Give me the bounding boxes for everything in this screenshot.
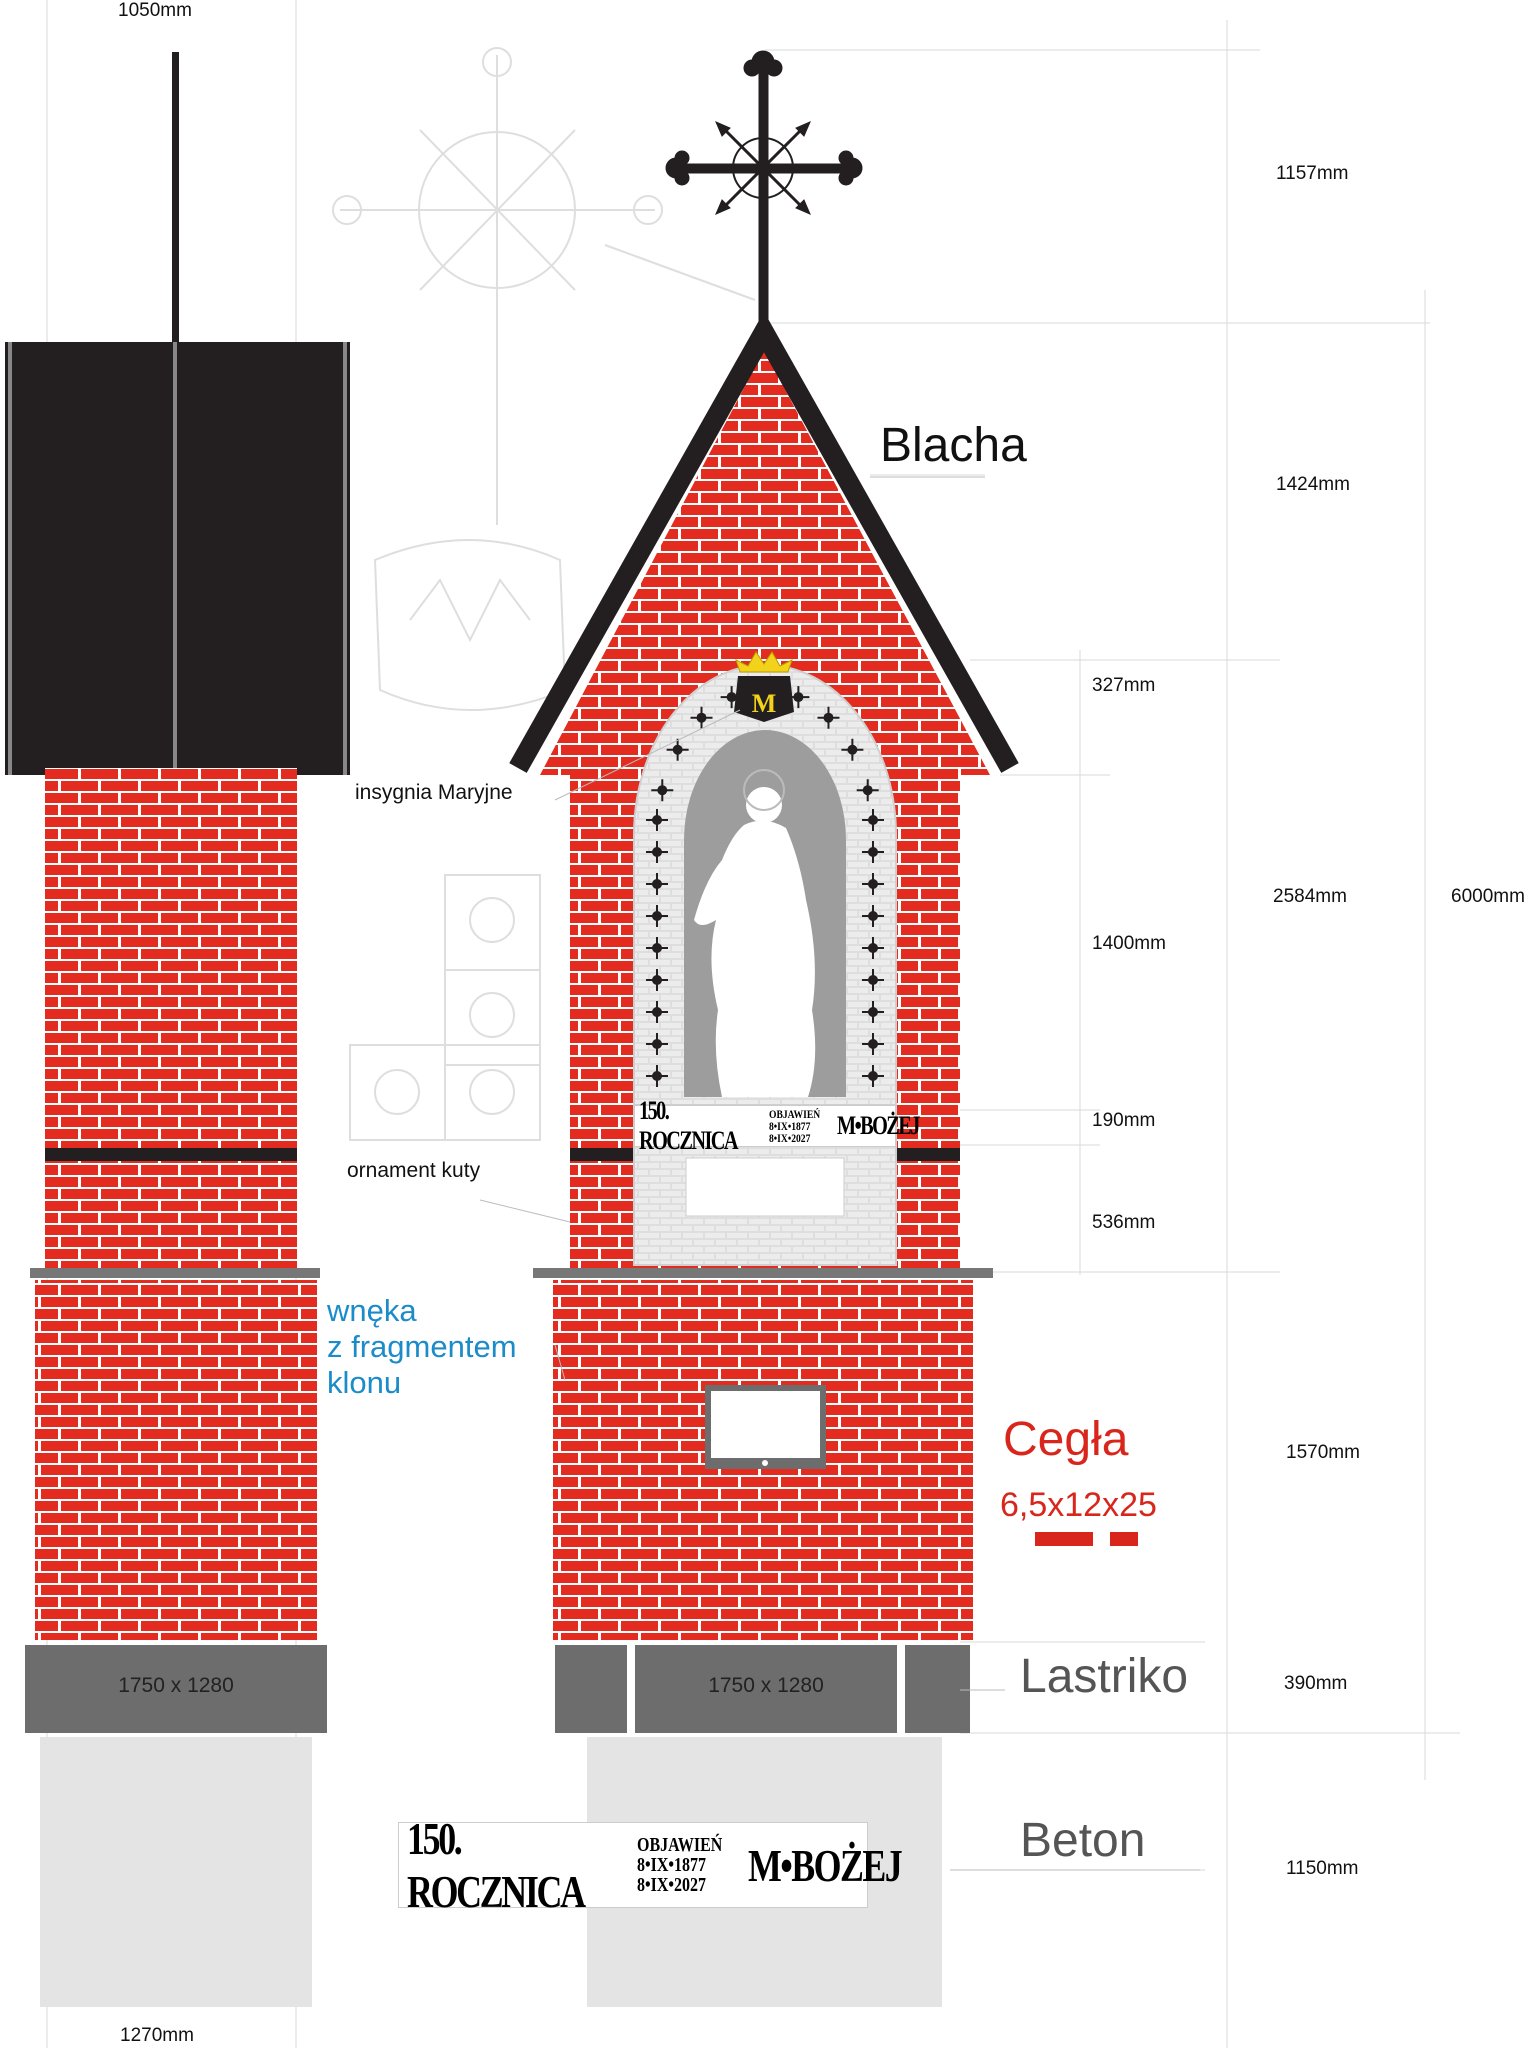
dim-niche-height: 1400mm [1092,933,1166,954]
side-lower-brick [35,1280,317,1640]
plaque-main-text: 150. ROCZNICA [639,1096,739,1155]
ornament-scroll [690,706,713,729]
ornament-scroll [862,1033,884,1055]
ornament-scroll [646,937,668,959]
ornament-scroll [646,873,668,895]
svg-text:M: M [752,689,777,718]
dim-base-section: 1570mm [1286,1442,1360,1463]
brick-swatch-short [1110,1532,1138,1546]
label-terrazzo: Lastriko [1020,1650,1189,1703]
ornament-scroll [862,905,884,927]
ornament-scroll [646,809,668,831]
front-plinth-plate: 1750 x 1280 [708,1674,824,1697]
banner-main-text: 150. ROCZNICA [407,1813,586,1917]
ornament-scroll [862,1065,884,1087]
plaque-dates: OBJAWIEŃ 8•IX•1877 8•IX•2027 [769,1108,820,1144]
banner-stack-mid: 8•IX•1877 [637,1854,707,1876]
banner-stack-bot: 8•IX•2027 [637,1874,707,1896]
guide-lines [46,0,1460,2048]
dim-bottom-width: 1270mm [120,2025,194,2046]
label-recess: wnęka z fragmentem klonu [327,1293,517,1401]
side-cross-pole [172,52,179,342]
banner-stack-top: OBJAWIEŃ [637,1834,723,1856]
side-elevation [5,52,350,2007]
ornament-scroll [862,809,884,831]
ornament-scroll [841,738,864,761]
side-plinth [25,1645,327,1733]
ornament-scroll [646,1033,668,1055]
ornament-scroll [646,1001,668,1023]
gable-brick [540,350,990,775]
dim-cross-height: 1157mm [1276,163,1349,184]
dim-upper-section: 2584mm [1273,886,1347,907]
banner-dates: OBJAWIEŃ 8•IX•1877 8•IX•2027 [637,1835,722,1895]
ornament-scroll [817,706,840,729]
dim-foundation-height: 1150mm [1286,1858,1359,1879]
label-marian-insignia: insygnia Maryjne [355,781,513,804]
dim-lower-frame: 536mm [1092,1212,1156,1233]
recess-window [705,1385,826,1469]
side-plinth-plate: 1750 x 1280 [118,1674,234,1697]
lower-frame-panel [685,1157,845,1217]
ornament-scroll [646,841,668,863]
front-cross [665,50,863,333]
label-concrete: Beton [1020,1814,1146,1867]
marian-insignia: M [734,651,794,722]
anniversary-banner: 150. ROCZNICA OBJAWIEŃ 8•IX•1877 8•IX•20… [398,1813,903,1917]
label-roof-material: Blacha [880,419,1027,472]
ornament-scroll [646,905,668,927]
side-cornice [30,1268,320,1278]
faint-sketches [332,47,756,1141]
ornament-scroll [646,1065,668,1087]
dim-plaque-height: 190mm [1092,1110,1156,1131]
label-recess-line3: klonu [327,1365,402,1400]
ornament-scroll [651,779,674,802]
banner-end-text: M•BOŻEJ [748,1839,903,1891]
front-elevation: M [509,50,1019,2007]
label-brick-size: 6,5x12x25 [1000,1486,1157,1524]
front-roof-edge [509,311,1019,773]
ornament-scroll [646,969,668,991]
ornament-scroll [856,779,879,802]
halo [743,769,785,811]
brick-swatch-long [1035,1532,1093,1546]
front-cornice [533,1268,993,1278]
dim-roof-height: 1424mm [1276,474,1350,495]
plaque-stack-mid: 8•IX•1877 [768,1119,810,1133]
label-recess-line1: wnęka [327,1293,417,1328]
label-ornament: ornament kuty [347,1159,481,1182]
dim-total-height: 6000mm [1451,886,1525,907]
niche-plaque: 150. ROCZNICA OBJAWIEŃ 8•IX•1877 8•IX•20… [634,1096,920,1155]
ornament-scroll [862,937,884,959]
plaque-stack-bot: 8•IX•2027 [768,1131,810,1145]
leader-lines [479,476,1200,1871]
ornament-scroll [862,969,884,991]
label-recess-line2: z fragmentem [327,1329,517,1364]
side-upper-brick [45,768,297,1268]
plaque-end-text: M•BOŻEJ [836,1111,920,1140]
ornament-scroll [862,873,884,895]
ornament-scroll [666,738,689,761]
dim-plinth-height: 390mm [1284,1673,1348,1694]
side-foundation [40,1737,312,2007]
dim-top-width: 1050mm [118,0,192,21]
madonna-statue [694,787,816,1097]
dim-arch-height: 327mm [1092,675,1156,696]
side-roof [5,342,350,775]
plaque-stack-top: OBJAWIEŃ [768,1107,820,1121]
label-brick: Cegła [1003,1413,1129,1466]
ornament-scroll [862,1001,884,1023]
ornament-scroll [862,841,884,863]
side-black-band [45,1148,297,1161]
